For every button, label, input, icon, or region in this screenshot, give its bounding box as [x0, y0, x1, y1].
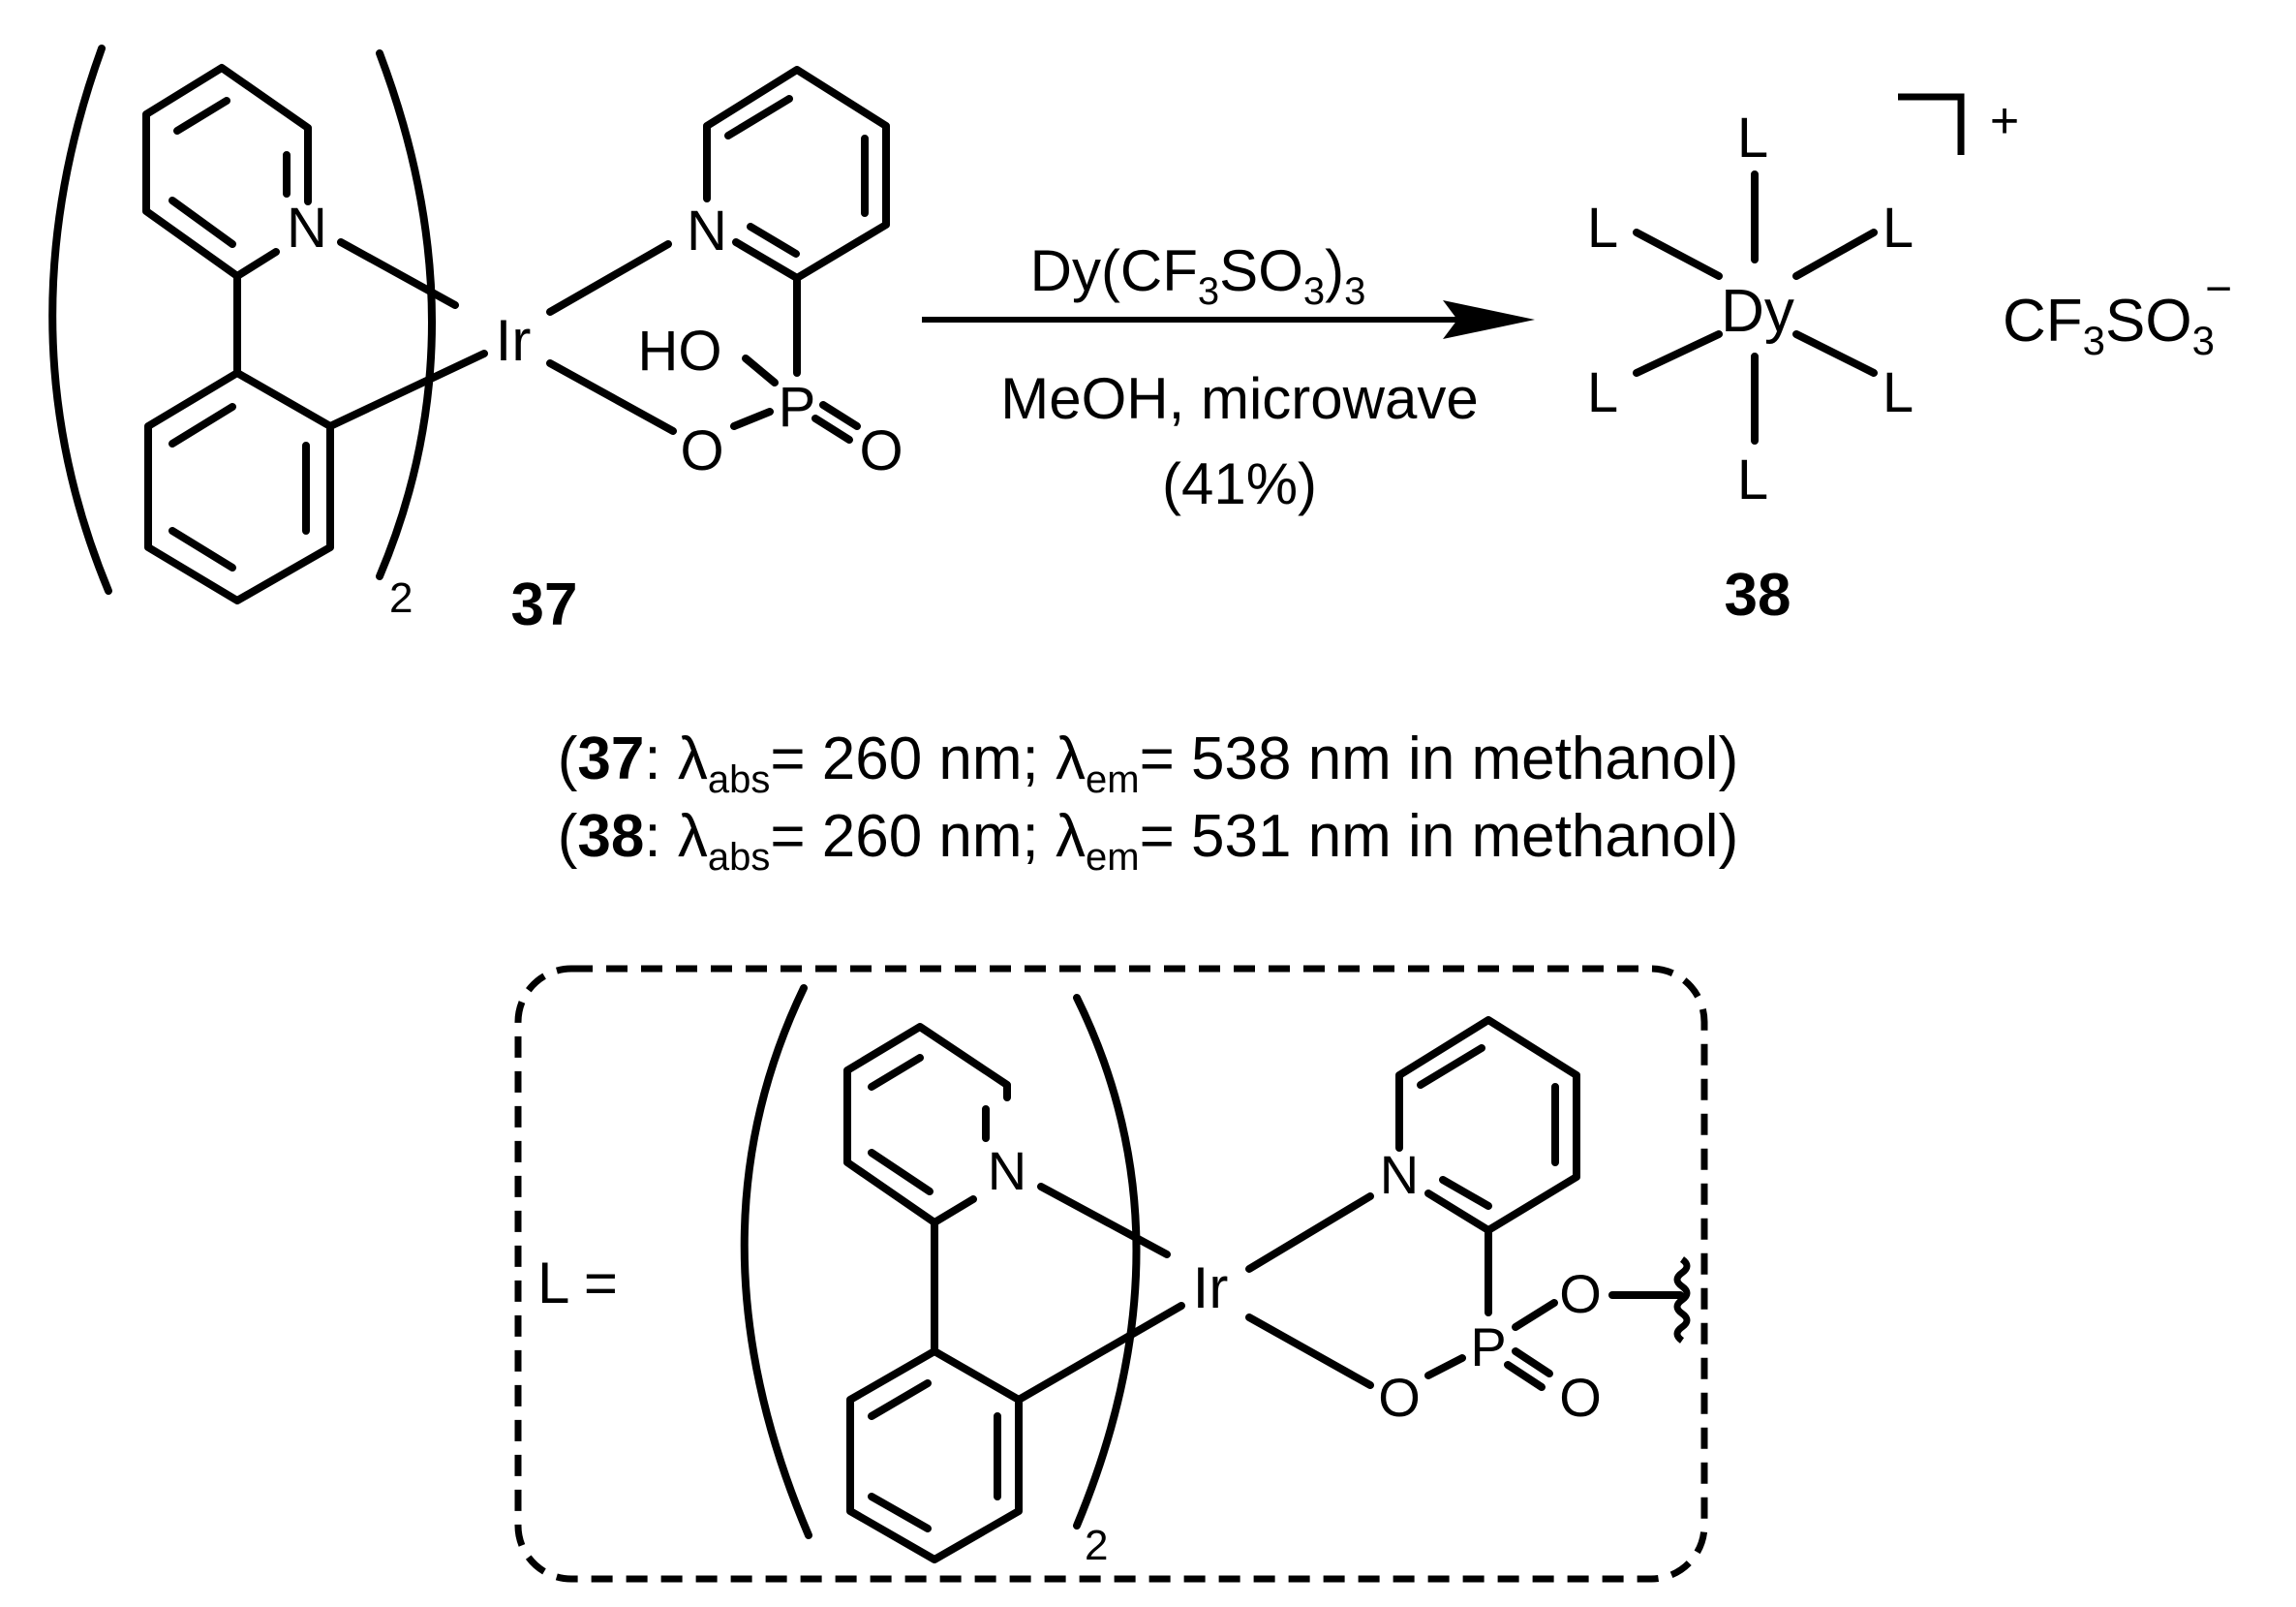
triflate-counterion: CF3SO3− [2003, 263, 2232, 363]
reaction-yield: (41%) [1162, 451, 1317, 516]
absorption-subscript: abs [707, 836, 771, 879]
ligand-upper-left: L [1587, 197, 1618, 260]
reagent-formula: Dy(CF3SO3)3 [1030, 238, 1366, 313]
ligand-bottom: L [1737, 448, 1768, 511]
caption-compound-38: (38: λabs= 260 nm; λem= 531 nm in methan… [0, 799, 2296, 877]
ligand-phosphorus-atom: P [1470, 1316, 1506, 1377]
pyridine-nitrogen: N [287, 197, 327, 260]
ligand-pyridine-nitrogen: N [988, 1140, 1026, 1201]
caption-compound-id: 38 [577, 803, 645, 870]
positive-charge: + [1990, 93, 2019, 149]
emission-subscript: em [1086, 758, 1140, 801]
ligand-pyridine-ring: N [843, 1023, 1026, 1226]
lambda-symbol: λ [1056, 726, 1087, 792]
ligand-lower-right: L [1883, 361, 1913, 424]
oxo-oxygen: O [859, 419, 903, 482]
emission-value: = 531 nm in methanol) [1139, 803, 1739, 870]
iridium-atom: Ir [496, 308, 532, 373]
phosphorus-atom: P [779, 376, 816, 439]
lambda-symbol: λ [1056, 803, 1087, 870]
arrow-head [1443, 300, 1535, 339]
right-parenthesis [376, 49, 436, 580]
n-ir-bond [337, 238, 459, 309]
dashed-box [514, 965, 1708, 1583]
compound-label-38: 38 [1725, 562, 1791, 629]
caption-compound-id: 37 [577, 726, 645, 792]
ligand-phosphonate-nitrogen: N [1380, 1144, 1419, 1205]
caption-separator: : [644, 726, 678, 792]
ligand-top: L [1737, 107, 1768, 170]
c-ir-bond [326, 350, 488, 430]
ligand-n-ir-bond [1037, 1183, 1171, 1258]
absorption-value: = 260 nm; [770, 803, 1056, 870]
caption-compound-37: (37: λabs= 260 nm; λem= 538 nm in methan… [0, 722, 2296, 799]
hydroxyl-group: HO [638, 320, 722, 383]
lambda-symbol: λ [677, 803, 708, 870]
emission-value: = 538 nm in methanol) [1139, 726, 1739, 792]
dysprosium-atom: Dy [1721, 278, 1794, 345]
ligand-phenyl-ring [846, 1347, 1023, 1563]
ligand-right-parenthesis [1073, 994, 1141, 1530]
pyridine-ring: N [142, 64, 327, 280]
caption-open-paren: ( [557, 803, 578, 870]
ligand-bridging-oxygen: O [1559, 1263, 1602, 1324]
complex-bracket [1898, 93, 1965, 155]
reaction-arrow: Dy(CF3SO3)3 MeOH, microwave (41%) [922, 238, 1535, 516]
caption-open-paren: ( [557, 726, 578, 792]
phenyl-ring [144, 369, 334, 604]
ligand-count-subscript-box: 2 [1085, 1522, 1108, 1569]
ligand-upper-right: L [1883, 197, 1913, 260]
compound-38: Dy L L L L L L + CF3SO3− 38 [1587, 93, 2232, 629]
ligand-definition: L = N 2 Ir N P O O [514, 965, 1708, 1583]
bond-break-squiggle [1673, 1256, 1691, 1344]
compound-label-37: 37 [511, 572, 578, 638]
absorption-value: = 260 nm; [770, 726, 1056, 792]
ligand-pyridyl-phosphonate: N P O O O [1245, 1016, 1691, 1428]
phosphonate-pyridine-nitrogen: N [687, 200, 727, 263]
reaction-conditions: MeOH, microwave [1000, 366, 1478, 431]
lambda-symbol: λ [677, 726, 708, 792]
ligand-left-parenthesis [740, 984, 812, 1539]
ligand-c-ir-bond [1015, 1302, 1185, 1404]
ligand-oxo-oxygen: O [1559, 1367, 1602, 1428]
ligand-iridium-atom: Ir [1193, 1255, 1229, 1320]
ligand-count-subscript: 2 [389, 574, 413, 622]
caption-separator: : [644, 803, 678, 870]
ligand-ester-oxygen: O [1378, 1367, 1421, 1428]
emission-subscript: em [1086, 836, 1140, 879]
pyridyl-phosphonate: N P HO O O [546, 66, 903, 482]
dy-ligand-bonds [1633, 170, 1878, 445]
left-parenthesis [48, 45, 112, 595]
compound-37: N Ir 2 N P HO O O [48, 45, 903, 638]
absorption-subscript: abs [707, 758, 771, 801]
ligand-definition-label: L = [537, 1251, 618, 1315]
ligand-lower-left: L [1587, 361, 1618, 424]
ester-oxygen: O [680, 419, 723, 482]
